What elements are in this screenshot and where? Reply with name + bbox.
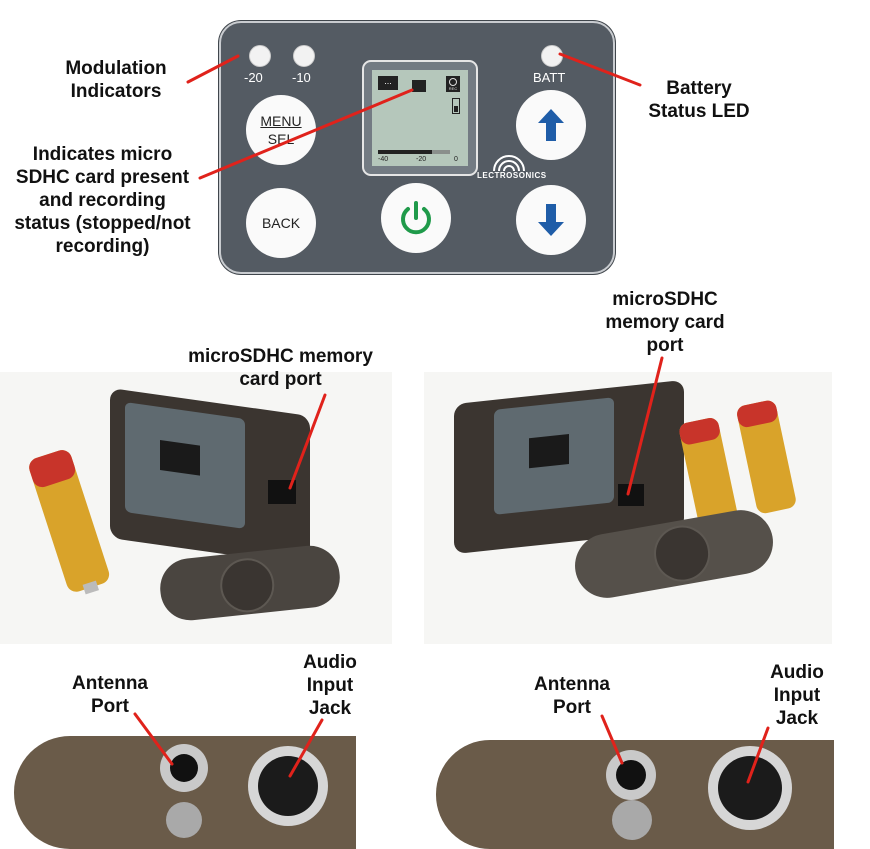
- up-button[interactable]: [516, 90, 586, 160]
- lcd-dots-indicator: ...: [378, 76, 398, 90]
- menu-label: MENU: [260, 113, 302, 129]
- photo-left: [0, 372, 392, 644]
- aa-batteries-image: [679, 400, 796, 531]
- leader-audio-right: [746, 726, 770, 784]
- leader-battery: [558, 52, 642, 87]
- leader-sdcard-status: [198, 88, 414, 180]
- arrow-up-icon: [538, 109, 564, 141]
- photo-right: [424, 372, 832, 644]
- led-label-minus10: -10: [292, 70, 311, 85]
- lcd-scale-right: 0: [454, 156, 458, 163]
- battery-level-icon: [452, 98, 460, 114]
- audio-input-jack-left: [248, 746, 328, 826]
- rec-icon: REC: [446, 76, 460, 92]
- edge-view-left: [14, 736, 356, 849]
- aa-battery-image: [29, 450, 110, 595]
- arrow-down-icon: [538, 204, 564, 236]
- lcd-scale-mid: -20: [416, 156, 427, 163]
- power-icon: [401, 201, 431, 235]
- sd-card-status-icon: [412, 80, 426, 92]
- leader-port-right: [626, 356, 664, 496]
- back-label: BACK: [261, 215, 301, 231]
- antenna-port-right: [606, 750, 656, 800]
- sd-card-port-right: [618, 484, 644, 506]
- down-button[interactable]: [516, 185, 586, 255]
- leader-modulation: [186, 54, 240, 84]
- back-button[interactable]: BACK: [246, 188, 316, 258]
- edge-view-right: [436, 740, 834, 849]
- leader-antenna-right: [600, 714, 624, 765]
- audio-meter-bar: [378, 150, 432, 154]
- modulation-led-minus20: [249, 45, 271, 67]
- lectrosonics-logo-icon: [493, 155, 525, 172]
- audio-meter-remaining: [432, 150, 450, 154]
- edge-screw-left: [166, 802, 202, 838]
- lcd-screen: ... REC -40 -20 0: [372, 70, 468, 166]
- antenna-port-left: [160, 744, 208, 792]
- modulation-led-minus10: [293, 45, 315, 67]
- batt-label: BATT: [533, 70, 566, 85]
- led-label-minus20: -20: [244, 70, 263, 85]
- audio-input-jack-right: [708, 746, 792, 830]
- control-panel: -20 -10 BATT MENU SEL BACK ... REC: [219, 21, 615, 274]
- brand-name: LECTROSONICS: [477, 171, 547, 180]
- power-button[interactable]: [381, 183, 451, 253]
- edge-screw-right: [612, 800, 652, 840]
- leader-antenna-left: [133, 712, 174, 766]
- lcd-display-frame: ... REC -40 -20 0: [362, 60, 478, 176]
- leader-audio-left: [288, 718, 324, 778]
- rec-label: REC: [448, 86, 458, 91]
- lcd-scale-left: -40: [378, 156, 389, 163]
- leader-port-left: [288, 393, 327, 490]
